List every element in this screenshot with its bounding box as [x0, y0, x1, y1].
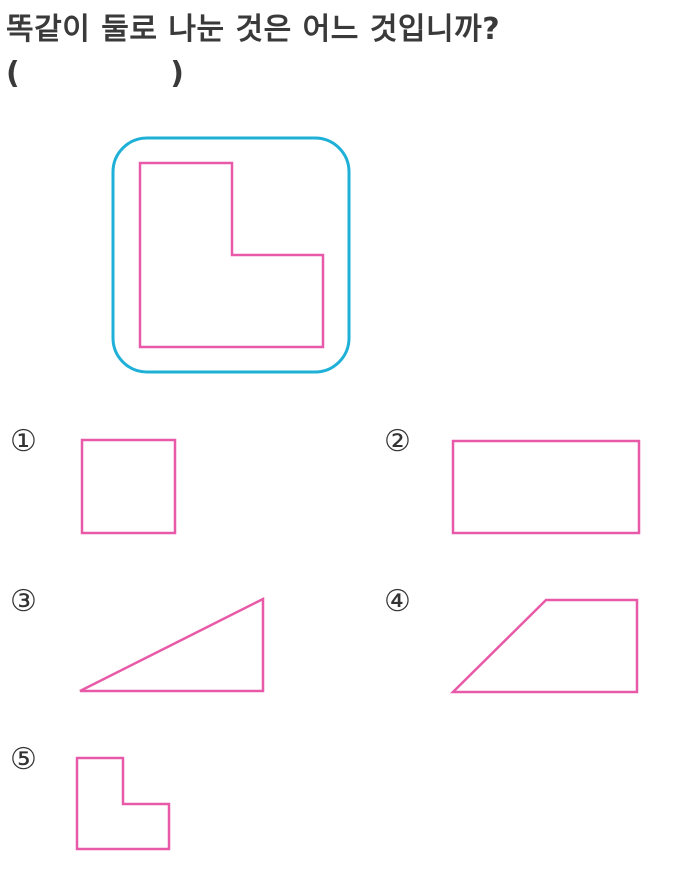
reference-frame: [111, 136, 351, 374]
question-title: 똑같이 둘로 나눈 것은 어느 것입니까?: [6, 12, 501, 47]
reference-figure: [111, 136, 351, 374]
option-4-trapezoid[interactable]: [448, 596, 642, 698]
answer-open-paren: (: [6, 56, 20, 91]
answer-blank[interactable]: ( ): [6, 56, 184, 91]
option-3-label[interactable]: ③: [10, 584, 37, 619]
option-1-label[interactable]: ①: [10, 424, 37, 459]
option-2-label[interactable]: ②: [384, 424, 411, 459]
option-5-label[interactable]: ⑤: [10, 742, 37, 777]
option-5-l-shape[interactable]: [74, 755, 174, 855]
answer-close-paren: ): [170, 56, 184, 91]
option-3-triangle[interactable]: [74, 594, 270, 698]
option-4-label[interactable]: ④: [384, 584, 411, 619]
option-2-rectangle[interactable]: [450, 438, 642, 538]
reference-l-shape: [138, 161, 325, 349]
option-1-square[interactable]: [80, 438, 180, 536]
